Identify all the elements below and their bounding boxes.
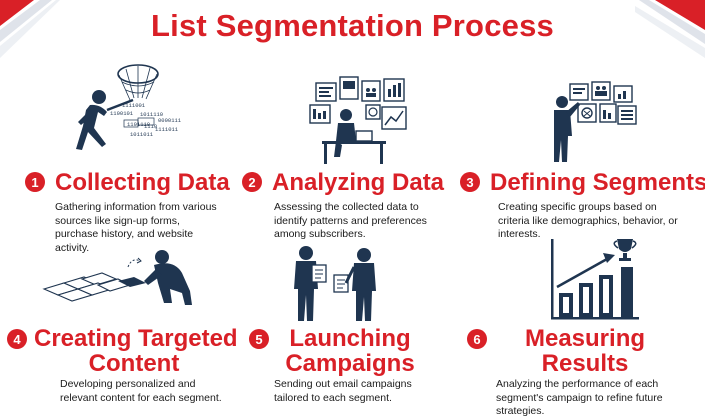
step-1-title: Collecting Data bbox=[55, 169, 230, 196]
step-1: 1 bbox=[25, 172, 45, 192]
corner-decoration-right bbox=[635, 0, 705, 58]
step-3-title: Defining Segments bbox=[490, 169, 705, 196]
step-6-title-line-2: Results bbox=[541, 350, 629, 377]
step-4-title: Creating Targeted Content bbox=[34, 325, 238, 377]
person-assembling-content-pieces-icon bbox=[42, 250, 192, 305]
step-2: 2 bbox=[242, 172, 262, 192]
binary-code: 1100101 bbox=[110, 110, 134, 117]
step-6: 6 bbox=[467, 329, 487, 349]
step-number-badge: 2 bbox=[242, 172, 262, 192]
binary-code: 1111011 bbox=[155, 126, 179, 133]
step-number-badge: 4 bbox=[7, 329, 27, 349]
corner-decoration-left bbox=[0, 0, 60, 58]
step-5-title-line-2: Campaigns bbox=[285, 350, 415, 377]
step-4-title-line-2: Content bbox=[88, 350, 180, 377]
binary-code: 1110 bbox=[144, 123, 157, 130]
step-3: 3 bbox=[460, 172, 480, 192]
analyst-at-desk-with-dashboards-icon bbox=[309, 76, 407, 164]
step-5-description: Sending out email campaigns tailored to … bbox=[274, 378, 412, 404]
binary-code: 1101110 bbox=[127, 121, 150, 128]
step-5-title: Launching Campaigns bbox=[270, 326, 430, 376]
person-catching-data-with-net-icon: 1111001 1100101 1011110 1101110 0000111 … bbox=[76, 64, 182, 150]
binary-code: 0000111 bbox=[158, 117, 182, 124]
step-3-description: Creating specific groups based on criter… bbox=[498, 201, 678, 240]
step-1-description: Gathering information from various sourc… bbox=[55, 201, 217, 254]
two-people-exchanging-documents-icon bbox=[294, 246, 376, 321]
step-2-title: Analyzing Data bbox=[272, 169, 445, 196]
step-number-badge: 3 bbox=[460, 172, 480, 192]
step-6-title-line-1: Measuring bbox=[524, 325, 646, 352]
binary-code: 1011110 bbox=[140, 111, 163, 118]
step-6-title: Measuring Results bbox=[520, 326, 650, 376]
growth-bar-chart-with-trophy-icon bbox=[551, 239, 639, 320]
step-2-description: Assessing the collected data to identify… bbox=[274, 201, 427, 240]
step-5-title-line-1: Launching bbox=[289, 325, 411, 352]
step-number-badge: 6 bbox=[467, 329, 487, 349]
binary-code: 1011011 bbox=[130, 131, 154, 138]
step-5: 5 bbox=[249, 329, 269, 349]
step-4-title-line-1: Creating Targeted bbox=[34, 325, 238, 352]
step-6-description: Analyzing the performance of each segmen… bbox=[496, 378, 663, 417]
page-title: List Segmentation Process bbox=[151, 8, 554, 43]
step-4-description: Developing personalized and relevant con… bbox=[60, 378, 222, 404]
step-number-badge: 5 bbox=[249, 329, 269, 349]
step-4: 4 bbox=[7, 329, 27, 349]
step-number-badge: 1 bbox=[25, 172, 45, 192]
binary-code: 1111001 bbox=[122, 102, 146, 109]
person-arranging-segment-cards-icon bbox=[554, 81, 637, 162]
